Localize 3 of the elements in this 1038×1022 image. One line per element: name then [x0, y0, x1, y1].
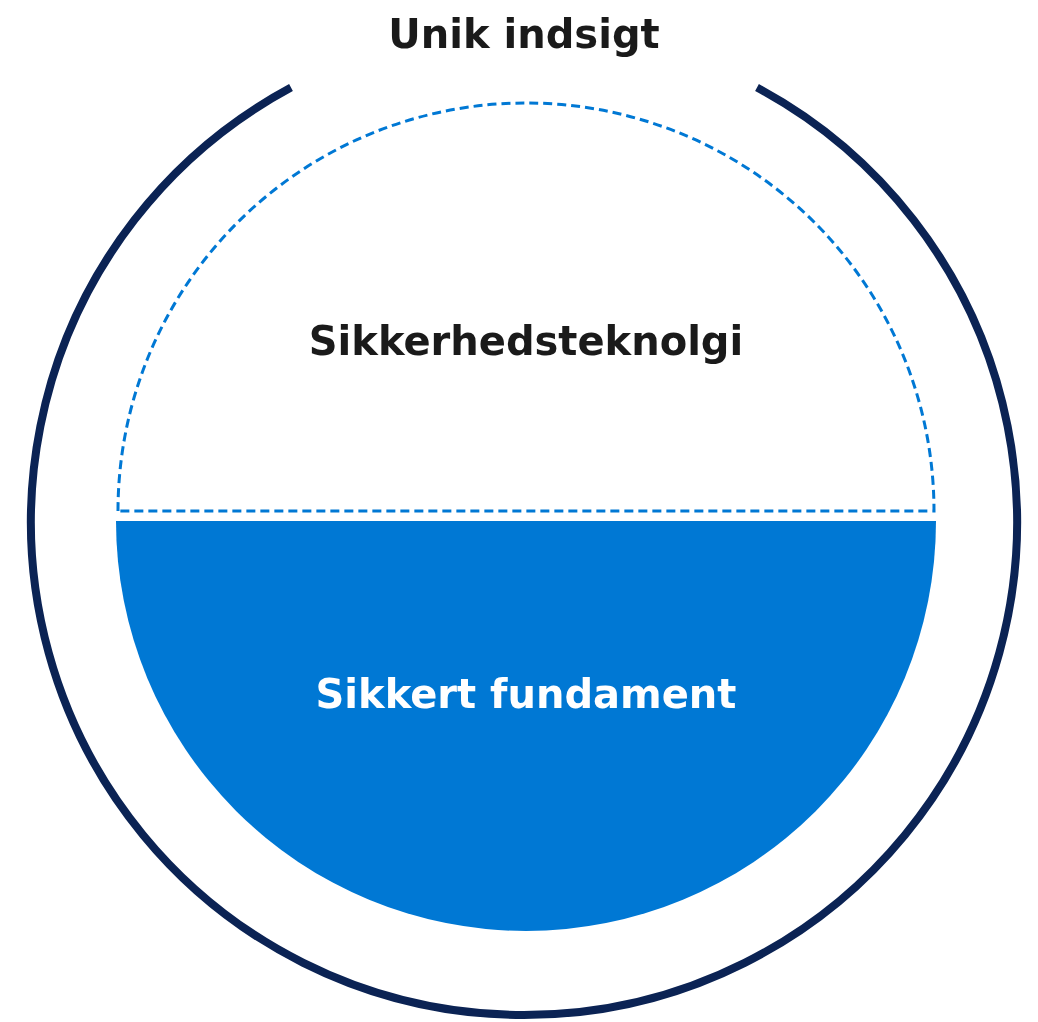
section-label: Sikkert fundament — [315, 671, 737, 717]
heading: Unik indsigt — [388, 11, 660, 57]
section-label: Sikkerhedsteknolgi — [308, 318, 744, 364]
